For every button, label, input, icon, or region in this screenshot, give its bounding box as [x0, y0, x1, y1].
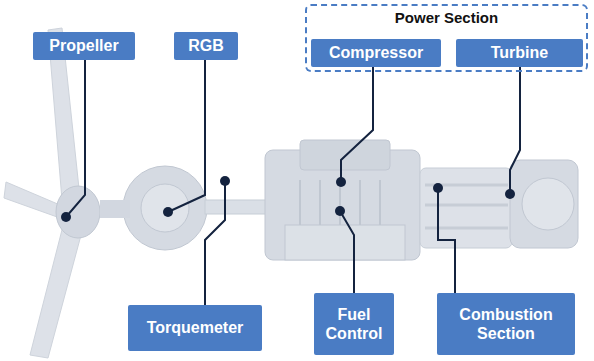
- leader-dot: [505, 189, 515, 199]
- leader-lines: [66, 59, 520, 305]
- leader-dot: [220, 176, 230, 186]
- leader-dots: [61, 176, 515, 222]
- part-label-box: Compressor: [311, 39, 441, 66]
- section-heading: Power Section: [307, 9, 586, 27]
- leader-line: [341, 66, 373, 182]
- leader-line: [168, 59, 205, 212]
- leader-line: [340, 211, 354, 293]
- part-label: Propeller: [39, 36, 129, 55]
- propeller-spinner: [56, 186, 100, 238]
- part-label: RGB: [180, 36, 232, 55]
- leader-dot: [61, 212, 71, 222]
- leader-dot: [335, 206, 345, 216]
- part-label-box: Fuel Control: [314, 293, 394, 355]
- fuel-control-unit: [285, 225, 405, 260]
- section-group: Power SectionCompressor Turbine: [305, 4, 588, 72]
- part-label: Torquemeter: [134, 318, 256, 337]
- propeller-blade: [4, 182, 60, 218]
- leader-line: [510, 66, 520, 194]
- part-label: Fuel Control: [320, 305, 388, 343]
- prop-shaft: [100, 200, 130, 218]
- leader-line: [66, 59, 85, 217]
- part-label-box: Turbine: [456, 39, 583, 66]
- leader-line: [205, 181, 225, 305]
- combustion-casing: [420, 168, 512, 248]
- part-label-box: Torquemeter: [128, 305, 262, 351]
- gear: [141, 184, 189, 232]
- part-label-box: Combustion Section: [437, 293, 575, 355]
- part-label: Turbine: [462, 43, 577, 62]
- leader-line: [438, 188, 455, 293]
- part-label: Compressor: [317, 43, 435, 62]
- torque-shaft: [205, 200, 267, 214]
- part-label-box: Propeller: [33, 32, 135, 59]
- engine-drawing: [4, 28, 578, 358]
- exhaust: [522, 178, 574, 230]
- part-label: Combustion Section: [443, 305, 569, 343]
- reduction-gearbox: [123, 166, 207, 250]
- part-label-box: RGB: [174, 32, 238, 59]
- leader-dot: [163, 207, 173, 217]
- propeller-blade: [30, 222, 84, 358]
- turbine-casing: [510, 160, 578, 248]
- leader-dot: [433, 183, 443, 193]
- leader-dot: [336, 177, 346, 187]
